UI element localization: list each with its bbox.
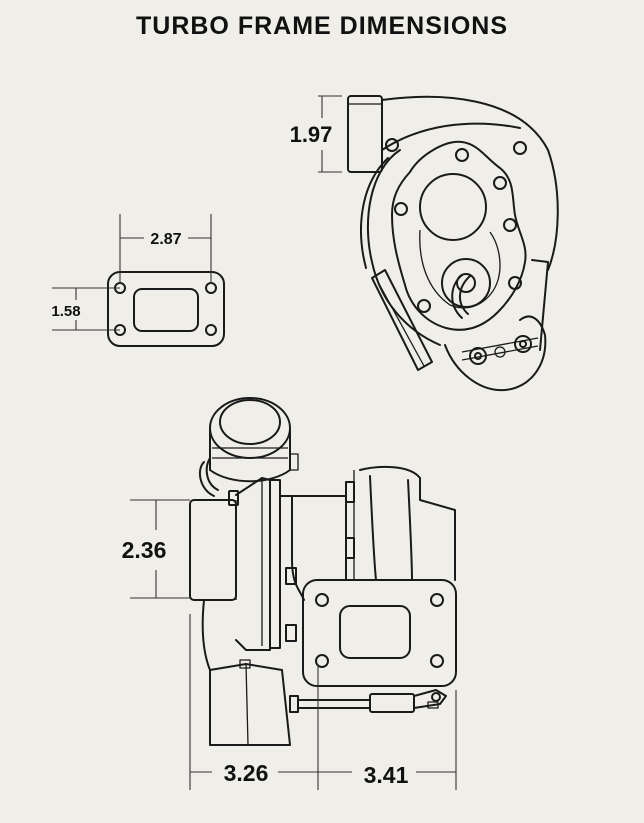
- dimension-1-58: [52, 287, 120, 331]
- dimension-1-97: [318, 95, 342, 173]
- dimension-label-1-58: 1.58: [51, 303, 80, 320]
- dimension-bottom: [189, 614, 457, 790]
- page-title: TURBO FRAME DIMENSIONS: [136, 12, 508, 40]
- dimension-2-87: [119, 214, 212, 284]
- dimension-label-2-36: 2.36: [122, 537, 167, 563]
- dimension-label-1-97: 1.97: [290, 122, 333, 147]
- turbo-side-view: [189, 397, 457, 746]
- turbine-front-view: [347, 95, 559, 392]
- dimension-label-3-41: 3.41: [364, 762, 409, 788]
- inlet-flange-view: [107, 271, 225, 347]
- dimension-label-2-87: 2.87: [150, 231, 181, 248]
- dimension-label-3-26: 3.26: [224, 760, 269, 786]
- dimension-2-36: [130, 499, 190, 599]
